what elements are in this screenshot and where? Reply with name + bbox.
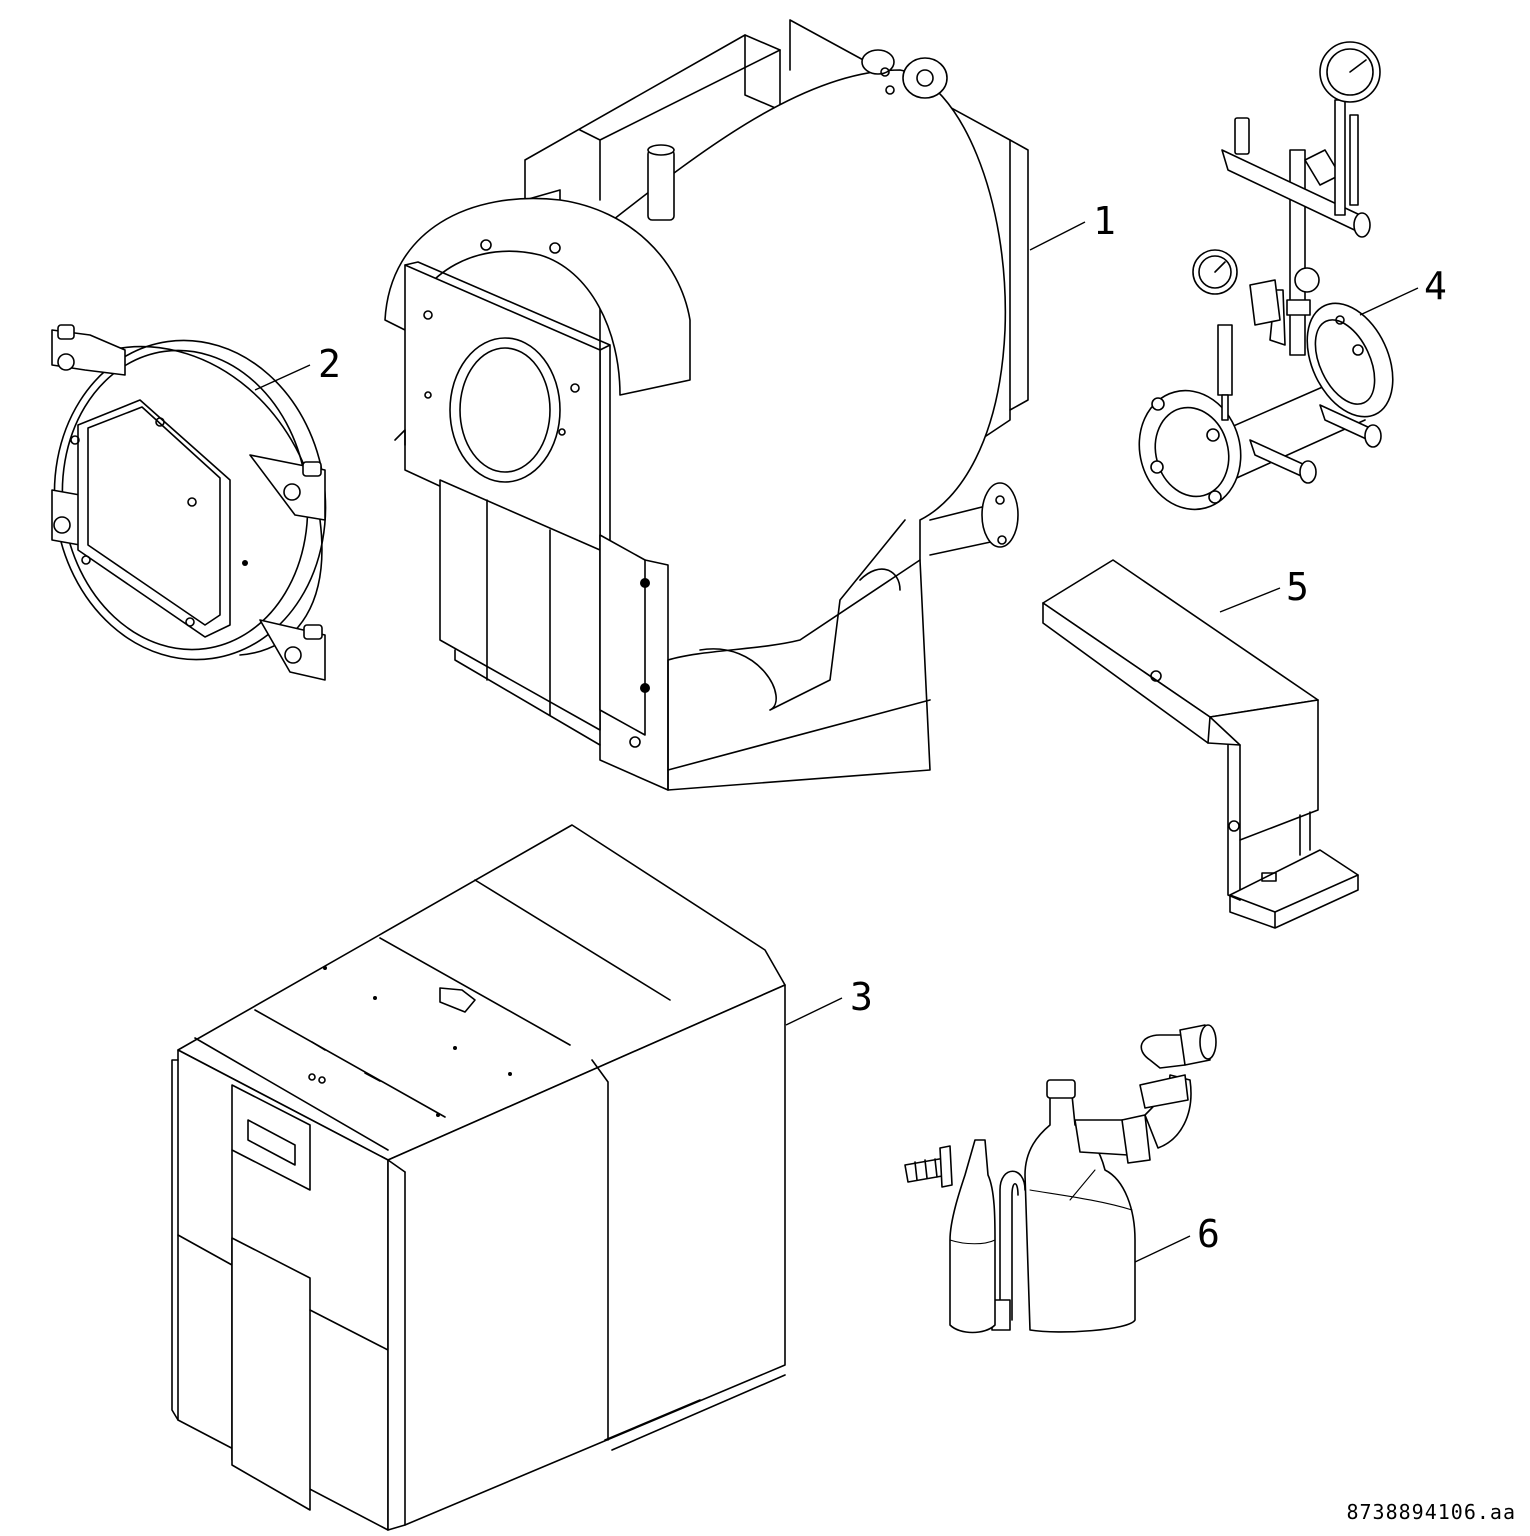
callout-1: 1 bbox=[1093, 199, 1116, 243]
leader-line-2 bbox=[254, 364, 311, 391]
part-3-boiler-casing bbox=[171, 824, 786, 1531]
part-5-support-bracket bbox=[1042, 559, 1359, 929]
leader-line-3 bbox=[785, 997, 843, 1026]
part-4-safety-manifold bbox=[1138, 41, 1394, 511]
leader-line-6 bbox=[1134, 1235, 1191, 1263]
part-2-burner-door bbox=[51, 324, 327, 681]
callout-5: 5 bbox=[1286, 565, 1309, 609]
callout-4: 4 bbox=[1424, 264, 1447, 308]
callout-3: 3 bbox=[850, 975, 873, 1019]
leader-line-4 bbox=[1359, 287, 1419, 316]
part-6-condensate-trap bbox=[904, 1024, 1217, 1334]
callout-2: 2 bbox=[318, 342, 341, 386]
document-id: 8738894106.aa bbox=[1346, 1500, 1516, 1524]
leader-line-1 bbox=[1029, 221, 1086, 251]
callout-6: 6 bbox=[1197, 1212, 1220, 1256]
part-1-boiler-block bbox=[384, 19, 1029, 791]
leader-line-5 bbox=[1219, 587, 1281, 613]
